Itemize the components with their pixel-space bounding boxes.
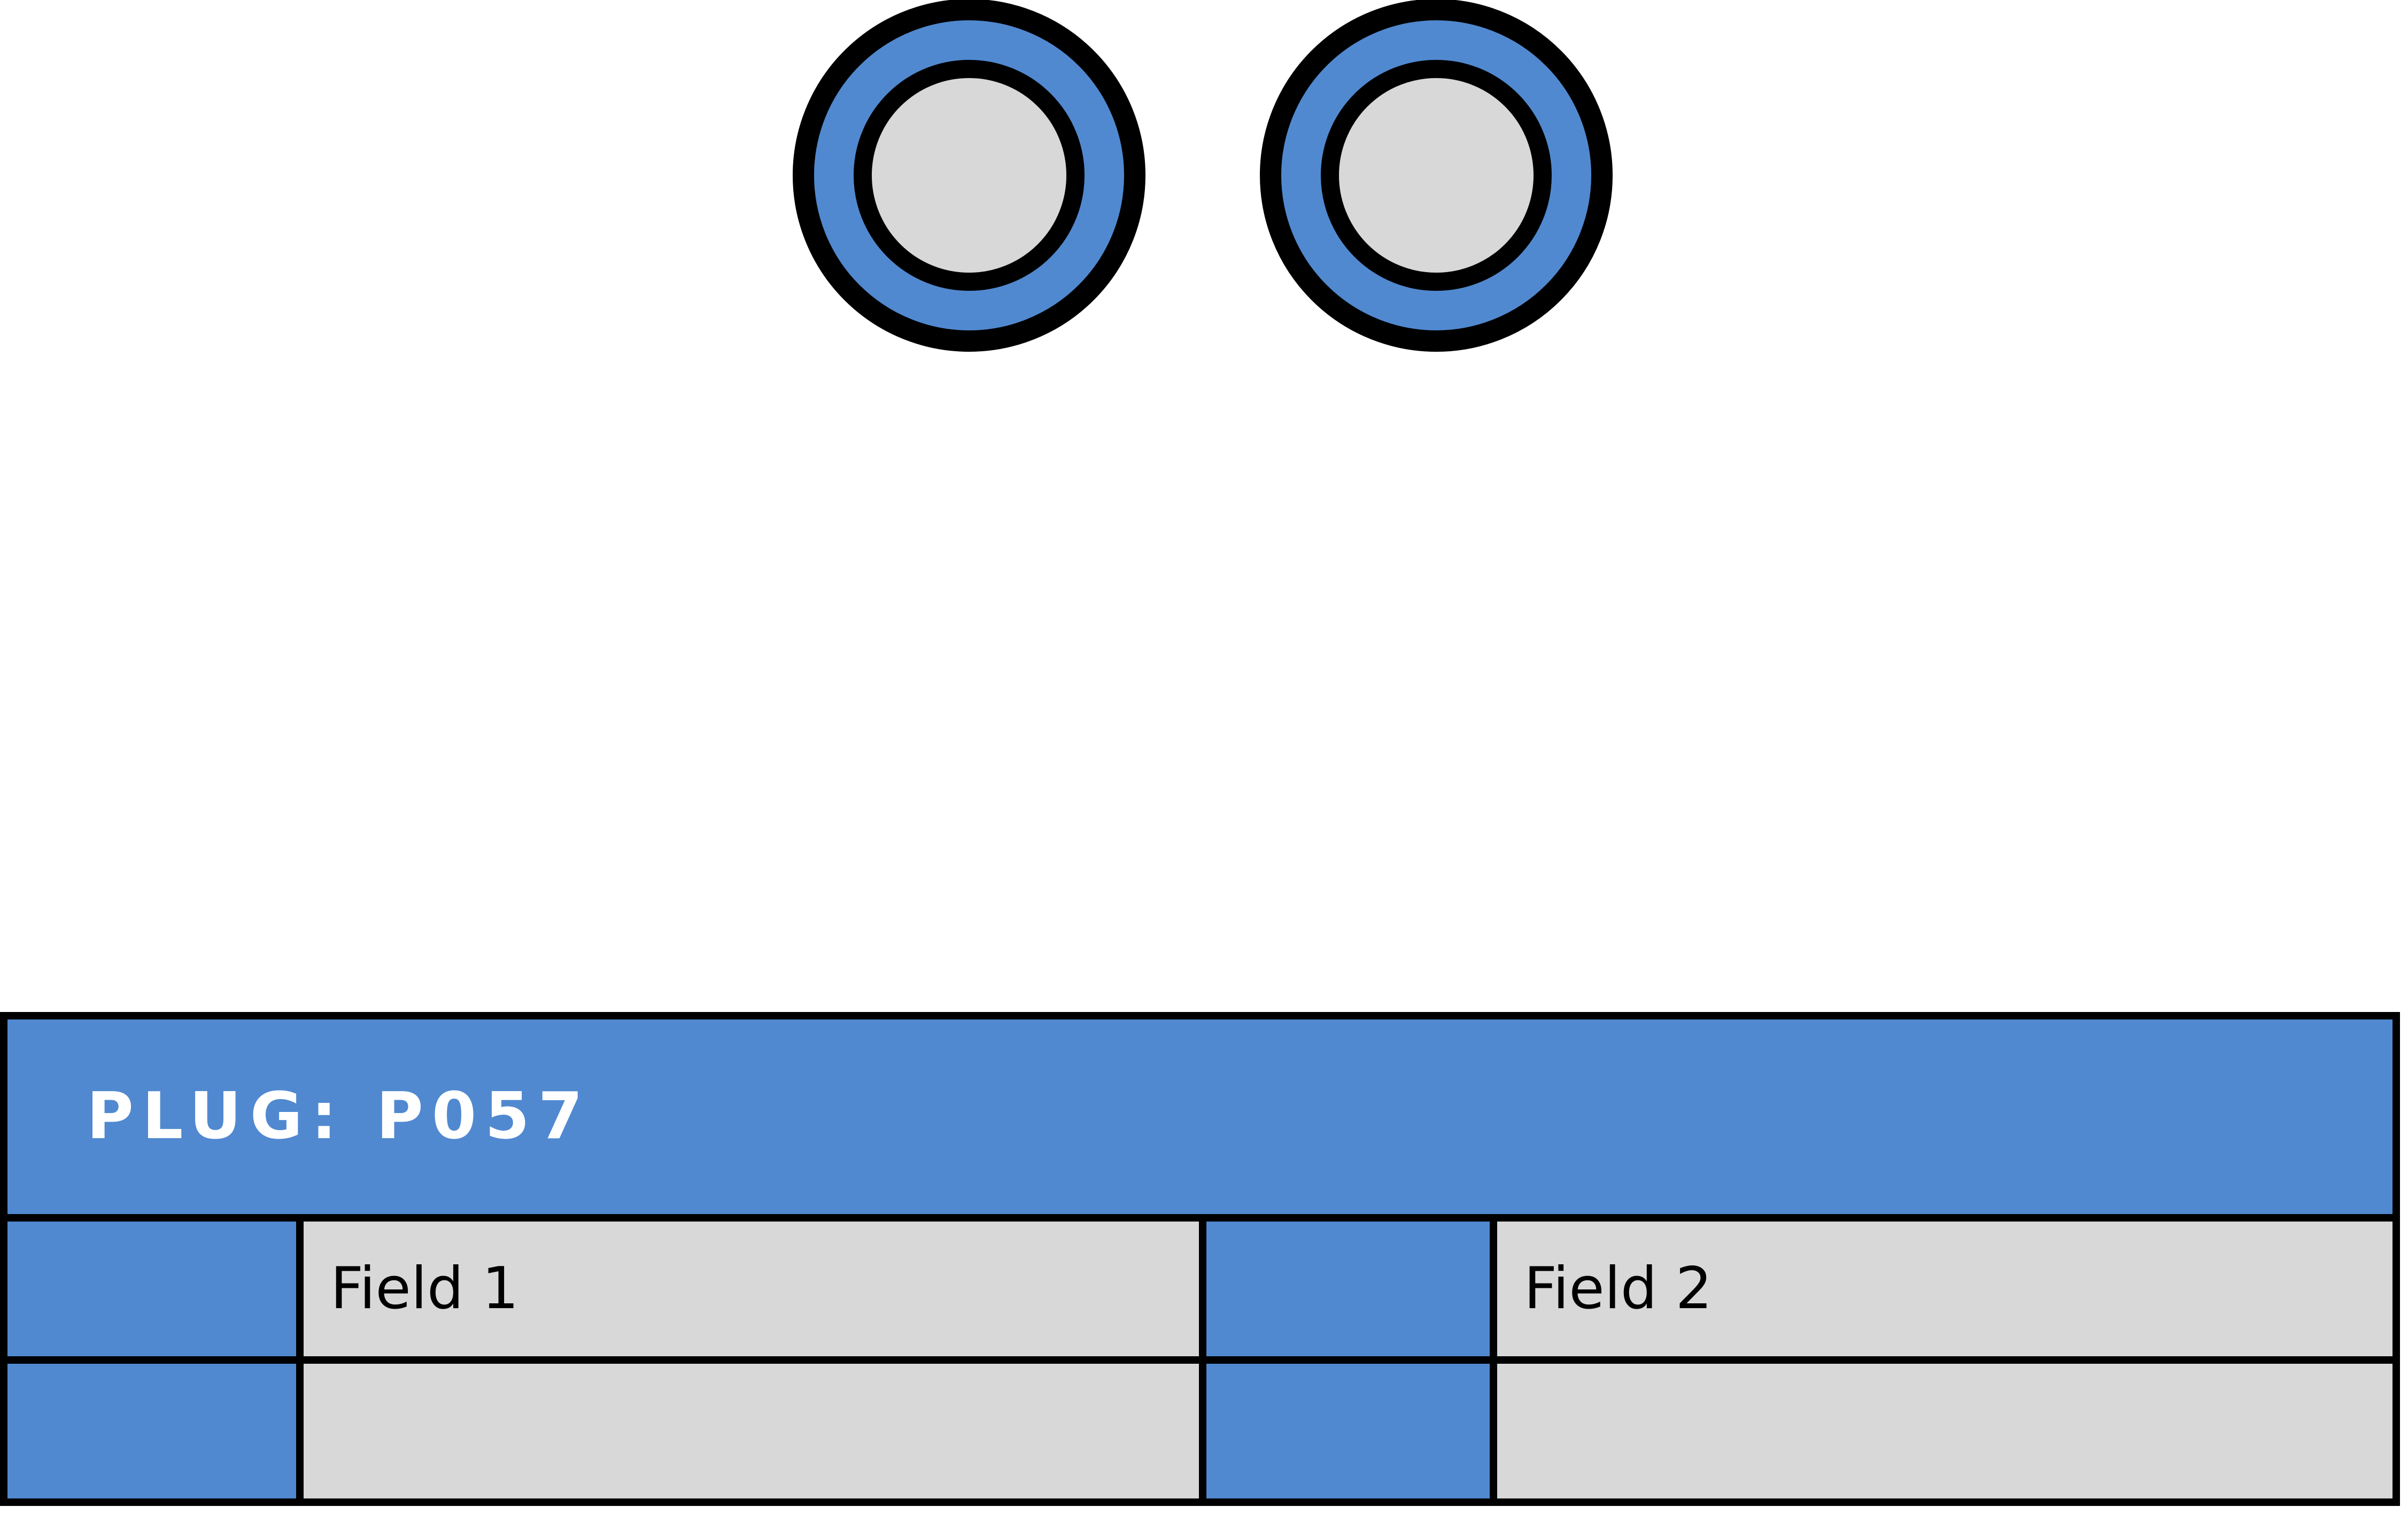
plug-title: PLUG: P057 — [87, 1079, 592, 1154]
pin-1-icon[interactable] — [793, 0, 1145, 352]
plug-pins-svg — [793, 0, 1613, 352]
plug-header-cell: PLUG: P057 — [0, 1012, 2400, 1222]
row-1-key-2-cell[interactable] — [1199, 1356, 1497, 1506]
row-0-key-2-cell[interactable] — [1199, 1214, 1497, 1364]
table-header-row: PLUG: P057 — [0, 1012, 2400, 1222]
row-1-key-1-cell[interactable] — [0, 1356, 304, 1506]
pin-2-icon[interactable] — [1260, 0, 1613, 352]
row-0-key-1-cell[interactable] — [0, 1214, 304, 1364]
row-0-field-2-text: Field 2 — [1523, 1255, 1713, 1322]
plug-data-table: PLUG: P057 Field 1 Field 2 — [0, 1012, 2401, 1506]
table-row: Field 1 Field 2 — [0, 1214, 2401, 1364]
row-1-field-1-cell[interactable] — [296, 1356, 1207, 1506]
row-0-field-1-cell[interactable]: Field 1 — [296, 1214, 1207, 1364]
row-1-field-2-cell[interactable] — [1489, 1356, 2401, 1506]
table-row — [0, 1356, 2401, 1506]
row-0-field-2-cell[interactable]: Field 2 — [1489, 1214, 2401, 1364]
plug-symbol-group — [0, 0, 2408, 374]
row-0-field-1-text: Field 1 — [330, 1255, 519, 1322]
